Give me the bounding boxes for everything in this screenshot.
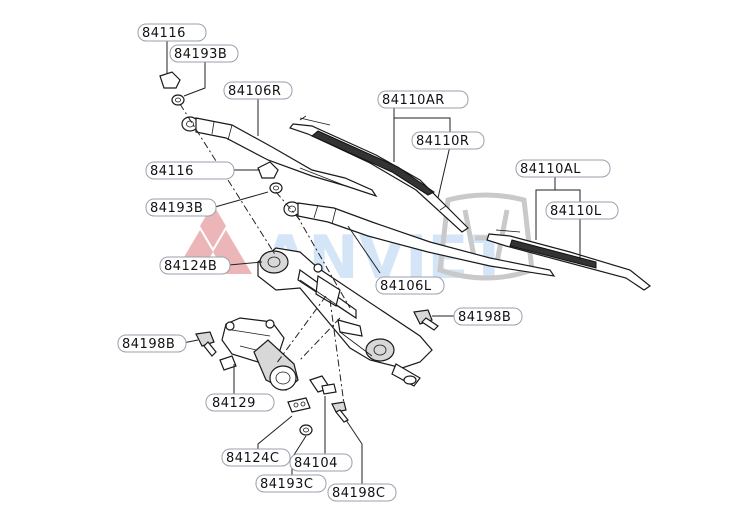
label-84124C: 84124C [221,448,291,467]
wiper-arm-right [181,116,378,198]
nut-84193C [299,424,313,436]
clip-84104 [309,375,337,395]
label-84198B-right: 84198B [453,307,523,326]
label-text: 84104 [294,456,338,471]
bolt-84198B-right [413,309,439,331]
label-text: 84106L [380,279,432,294]
bracket-84124C [287,397,311,413]
label-text: 84193C [260,477,313,492]
label-84116-top: 84116 [137,23,207,42]
nut-84193B-mid [269,182,283,194]
label-84110AR: 84110AR [377,90,469,109]
label-text: 84198B [122,337,175,352]
label-text: 84198B [458,310,511,325]
nut-cap-84116-mid [257,161,279,179]
label-84193B-top: 84193B [169,44,239,63]
label-84106R: 84106R [223,81,293,100]
wiper-linkage-assembly [257,247,433,387]
wiper-blade-right [289,115,469,233]
label-text: 84116 [142,26,186,41]
label-84129: 84129 [205,393,275,412]
label-84110R: 84110R [411,131,485,150]
label-text: 84124B [164,259,217,274]
leader-lines [166,38,581,486]
label-text: 84193B [150,201,203,216]
label-text: 84116 [150,164,194,179]
label-84116-mid: 84116 [145,161,235,180]
label-84110AL: 84110AL [515,159,611,178]
label-text: 84129 [212,396,256,411]
label-text: 84110R [416,134,469,149]
label-text: 84106R [228,84,281,99]
label-text: 84193B [174,47,227,62]
label-84110L: 84110L [545,201,619,220]
assembly-centerlines [179,103,351,405]
label-84193C: 84193C [255,474,327,493]
label-text: 84110AR [382,93,445,108]
label-84124B: 84124B [159,256,231,275]
label-84198C: 84198C [327,483,397,502]
bolt-84198C [331,401,349,423]
label-84193B-mid: 84193B [145,198,217,217]
wiper-motor [219,317,299,391]
wiper-blade-left [486,229,652,291]
label-84198B-left: 84198B [117,334,187,353]
label-text: 84110L [550,204,602,219]
label-84104: 84104 [289,453,353,472]
nut-cap-84116-top [159,71,181,89]
nut-84193B-top [171,94,185,106]
label-text: 84110AL [520,162,581,177]
label-text: 84198C [332,486,385,501]
label-text: 84124C [226,451,279,466]
label-84106L: 84106L [375,276,445,295]
bolt-84198B-left [195,331,217,357]
